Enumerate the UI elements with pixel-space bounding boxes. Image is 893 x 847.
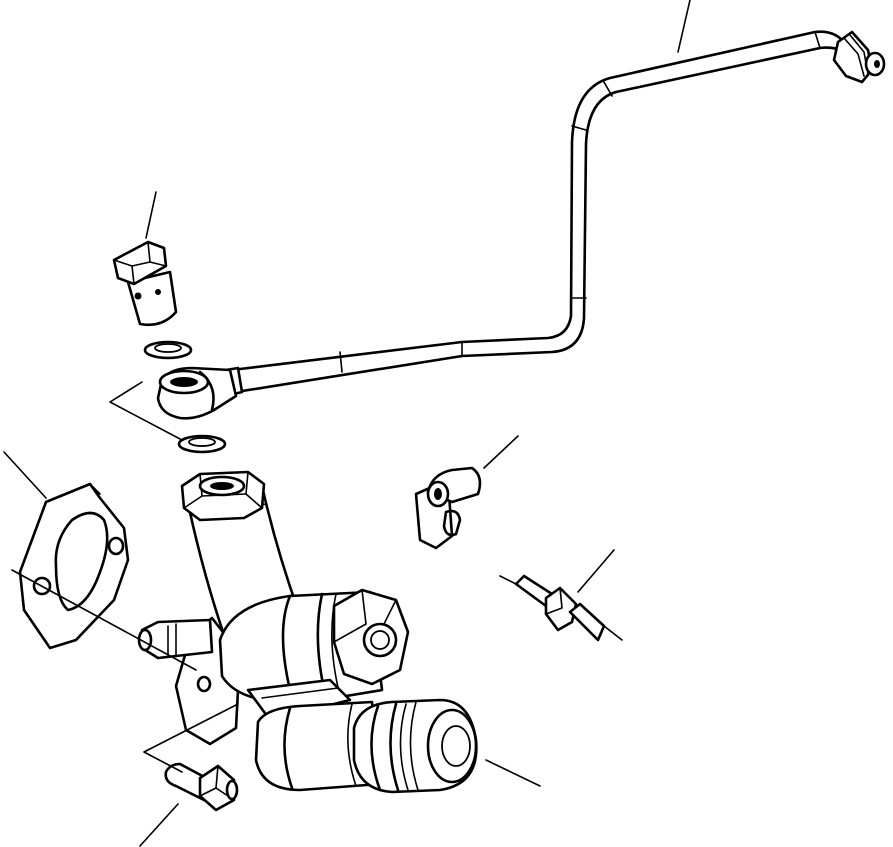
- gasket: [3, 451, 130, 650]
- leader-clamp: [483, 435, 519, 469]
- stud: [499, 549, 623, 642]
- banjo-bolt: [112, 191, 178, 327]
- leader-stud: [577, 549, 615, 593]
- leader-fuel-tube: [677, 0, 691, 53]
- leader-priming-pump: [485, 759, 541, 787]
- banjo-eye: [156, 366, 238, 420]
- tube-end-nut: [832, 30, 886, 84]
- mounting-bolts: [139, 703, 239, 847]
- leader-mounting-bolts: [143, 703, 239, 773]
- fuel-pump: [11, 470, 410, 792]
- fuel-tube: [156, 0, 886, 420]
- seal-washers: [109, 340, 227, 454]
- leader-seal-washers: [109, 381, 183, 441]
- clamp: [414, 435, 519, 550]
- leader-banjo-bolt: [145, 191, 157, 239]
- leader-fuel-pump: [11, 569, 197, 671]
- leader-gasket: [3, 451, 47, 499]
- priming-pump: [352, 698, 541, 794]
